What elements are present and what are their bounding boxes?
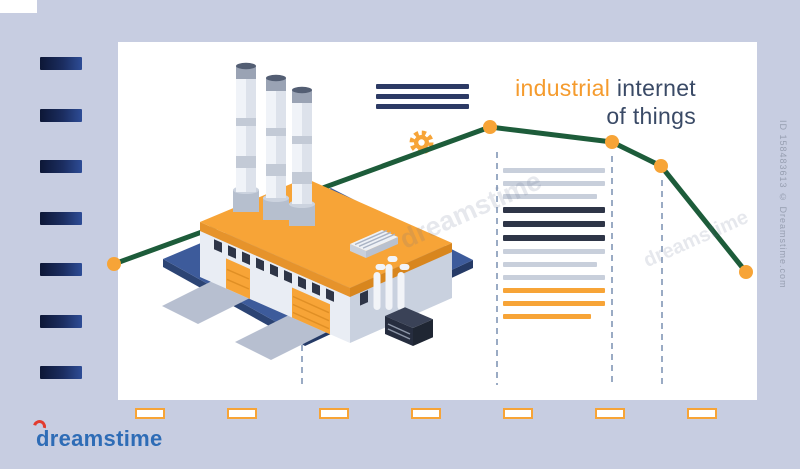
right-list [503, 168, 605, 319]
left-sidebar-bar [40, 160, 82, 173]
axis-label-box [595, 408, 625, 419]
axis-label-box [687, 408, 717, 419]
list-placeholder-line [503, 262, 597, 267]
left-sidebar-bar [40, 263, 82, 276]
axis-label-box [135, 408, 165, 419]
title-rest: internet [616, 75, 696, 101]
top-line-list [376, 84, 469, 109]
axis-label-box [503, 408, 533, 419]
left-sidebar-bar [40, 314, 82, 328]
text-placeholder-line [376, 84, 469, 89]
list-placeholder-line [503, 207, 605, 213]
watermark-id-text: ID 158483613 © Dreamstime.com [778, 120, 788, 289]
list-placeholder-line [503, 314, 591, 319]
left-sidebar-bar [40, 108, 82, 122]
list-placeholder-line [503, 301, 605, 306]
text-placeholder-line [376, 94, 469, 99]
watermark-logo: dreamstime [30, 417, 163, 452]
list-placeholder-line [503, 275, 605, 280]
page-title: industrial internet of things [480, 74, 696, 130]
list-placeholder-line [503, 221, 605, 227]
title-line1: industrial internet [480, 74, 696, 102]
axis-label-box [411, 408, 441, 419]
corner-artifact [0, 0, 37, 13]
watermark-logo-text: dreamstime [36, 426, 163, 451]
bottom-box-list [135, 408, 717, 419]
title-highlight: industrial [515, 75, 611, 101]
list-placeholder-line [503, 249, 605, 254]
list-placeholder-line [503, 235, 605, 241]
left-sidebar-bar [40, 366, 82, 379]
list-placeholder-line [503, 181, 605, 186]
list-placeholder-line [503, 194, 597, 199]
list-placeholder-line [503, 288, 605, 293]
gear-icon [409, 130, 434, 155]
left-bar-list [40, 57, 82, 379]
left-sidebar-bar [40, 211, 82, 225]
axis-label-box [319, 408, 349, 419]
text-placeholder-line [376, 104, 469, 109]
axis-label-box [227, 408, 257, 419]
list-placeholder-line [503, 168, 605, 173]
left-sidebar-bar [40, 57, 82, 70]
title-line2: of things [606, 103, 696, 129]
